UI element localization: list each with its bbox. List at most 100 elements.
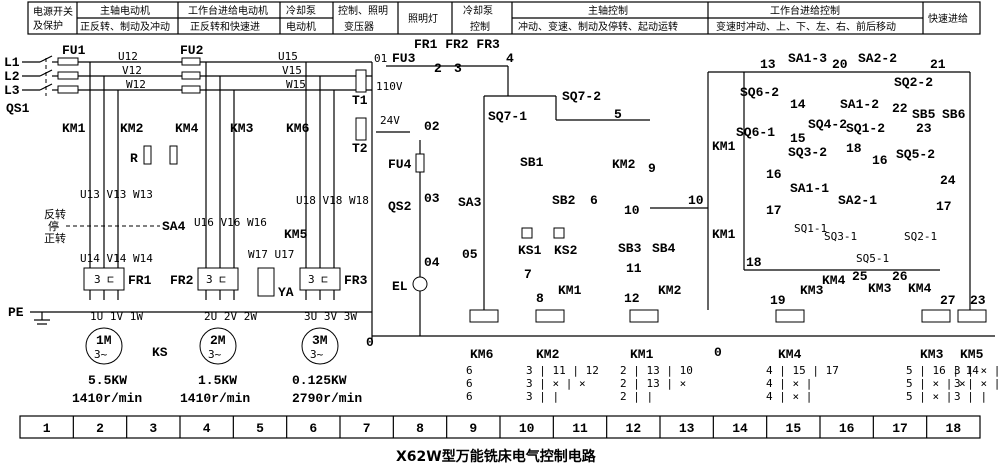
label-PE: PE (8, 305, 24, 320)
label-U16: U16 V16 W16 (194, 216, 267, 229)
coil-KM3 (921, 309, 951, 323)
coil-KM5 (957, 309, 987, 323)
label-uvw2: 2U 2V 2W (204, 310, 257, 323)
header-cell-9-line1: 工作台进给控制 (770, 4, 840, 17)
header-cell-3-line1: 工作台进给电动机 (188, 4, 268, 17)
label-W12: W12 (126, 78, 146, 91)
label-0-mid: 0 (714, 345, 722, 360)
label-24V: 24V (380, 114, 400, 127)
label-node-12: 12 (624, 291, 640, 306)
label-SB2: SB2 (552, 193, 576, 208)
label-01: 01 (374, 52, 387, 65)
label-node-14: 14 (790, 97, 806, 112)
label-KS: KS (152, 345, 168, 360)
label-FU1: FU1 (62, 43, 86, 58)
spindle-motor-branch: KM1 KM2 KM4 KM3 KM6 R U13 V13 W13 反转 停 正… (44, 62, 310, 406)
column-number-8: 8 (416, 421, 424, 436)
label-node-17a: 17 (766, 203, 782, 218)
label-node-5: 5 (614, 107, 622, 122)
label-node-7: 7 (524, 267, 532, 282)
label-FU2: FU2 (180, 43, 204, 58)
coil-KM4 (775, 309, 805, 323)
label-node-25: 25 (852, 269, 868, 284)
label-L1: L1 (4, 55, 20, 70)
label-node-11: 11 (626, 261, 642, 276)
label-uvw3: 3U 3V 3W (304, 310, 357, 323)
label-KM2-main: KM2 (120, 121, 144, 136)
label-node-10a: 10 (624, 203, 640, 218)
label-M1: 1M (96, 333, 112, 348)
label-U18: U18 V18 W18 (296, 194, 369, 207)
ct-KM6-r3: 6 (466, 390, 473, 403)
control-circuit: SQ7-2 SQ7-1 5 SB1 KM2 9 SB2 6 10 10 SA3 … (458, 66, 987, 323)
label-KM3-ctl-b: KM3 (868, 281, 892, 296)
label-0-left: 0 (366, 335, 374, 350)
label-node-21: 21 (930, 57, 946, 72)
label-KM4-ctl-a: KM4 (822, 273, 846, 288)
label-05: 05 (462, 247, 478, 262)
label-node-2: 2 (434, 61, 442, 76)
column-number-13: 13 (679, 421, 695, 436)
label-node-15: 15 (790, 131, 806, 146)
label-QS2: QS2 (388, 199, 412, 214)
label-power1: 5.5KW (88, 373, 127, 388)
label-node-4: 4 (506, 51, 514, 66)
label-W15: W15 (286, 78, 306, 91)
label-SA1-2: SA1-2 (840, 97, 879, 112)
label-KM2-ctl: KM2 (612, 157, 636, 172)
label-SB4: SB4 (652, 241, 676, 256)
feed-motor (199, 327, 237, 365)
label-node-8: 8 (536, 291, 544, 306)
label-SA1-1: SA1-1 (790, 181, 829, 196)
header-cell-5-line2: 变压器 (344, 20, 374, 33)
label-M2-phase: 3~ (208, 348, 222, 361)
coolant-motor-branch: U18 V18 W18 3 ⊏ FR3 3U 3V 3W 3M 3~ 0.125… (292, 62, 369, 406)
header-cell-3-line2: 正反转和快速进 (190, 20, 260, 33)
svg-text:3 ⊏: 3 ⊏ (94, 273, 114, 286)
label-SQ6-2: SQ6-2 (740, 85, 779, 100)
function-header: 电源开关 及保护 主轴电动机 正反转、制动及冲动 工作台进给电动机 正反转和快速… (27, 1, 981, 35)
svg-text:3 ⊏: 3 ⊏ (308, 273, 328, 286)
contact-table: KM6 6 6 6 KM2 3 | 11 | 12 3 | × | × 3 | … (466, 347, 1007, 403)
label-SA2-2: SA2-2 (858, 51, 897, 66)
label-KM1-ctl-a: KM1 (558, 283, 582, 298)
pe-ground: PE (8, 305, 372, 325)
ct-KM4-r3: 4 | × | (766, 390, 812, 403)
label-SA1-3: SA1-3 (788, 51, 827, 66)
ct-KM3-r2: 5 | × | × (906, 377, 966, 390)
label-SQ5-2: SQ5-2 (896, 147, 935, 162)
label-node-20: 20 (832, 57, 848, 72)
label-node-18b: 18 (746, 255, 762, 270)
label-SA2-1: SA2-1 (838, 193, 877, 208)
label-node-24: 24 (940, 173, 956, 188)
label-FR3: FR3 (344, 273, 368, 288)
label-110V: 110V (376, 80, 403, 93)
label-M1-phase: 3~ (94, 348, 108, 361)
label-KS2: KS2 (554, 243, 578, 258)
label-QS1: QS1 (6, 101, 30, 116)
header-cell-7-line1: 冷却泵 (463, 4, 493, 17)
header-cell-9-line2: 变速时冲动、上、下、左、右、前后移动 (716, 20, 896, 33)
header-cell-8-line1: 主轴控制 (588, 4, 628, 17)
column-number-16: 16 (839, 421, 855, 436)
label-node-16a: 16 (872, 153, 888, 168)
column-number-9: 9 (469, 421, 477, 436)
label-V12: V12 (122, 64, 142, 77)
ct-KM5-r1: 3 | × | × (954, 364, 1007, 377)
label-KM4-ctl-b: KM4 (908, 281, 932, 296)
label-SQ7-2: SQ7-2 (562, 89, 601, 104)
label-KS1: KS1 (518, 243, 542, 258)
header-cell-1-line2: 及保护 (33, 19, 63, 32)
svg-text:3 ⊏: 3 ⊏ (206, 273, 226, 286)
label-node-6: 6 (590, 193, 598, 208)
label-T2: T2 (352, 141, 368, 156)
label-SQ4-2: SQ4-2 (808, 117, 847, 132)
ct-KM6-r2: 6 (466, 377, 473, 390)
label-T1: T1 (352, 93, 368, 108)
label-YA: YA (278, 285, 294, 300)
label-speed2: 1410r/min (180, 391, 250, 406)
label-KM1-ctl-b: KM1 (712, 139, 736, 154)
label-zhengzhuan: 正转 (44, 231, 66, 245)
label-node-16b: 16 (766, 167, 782, 182)
